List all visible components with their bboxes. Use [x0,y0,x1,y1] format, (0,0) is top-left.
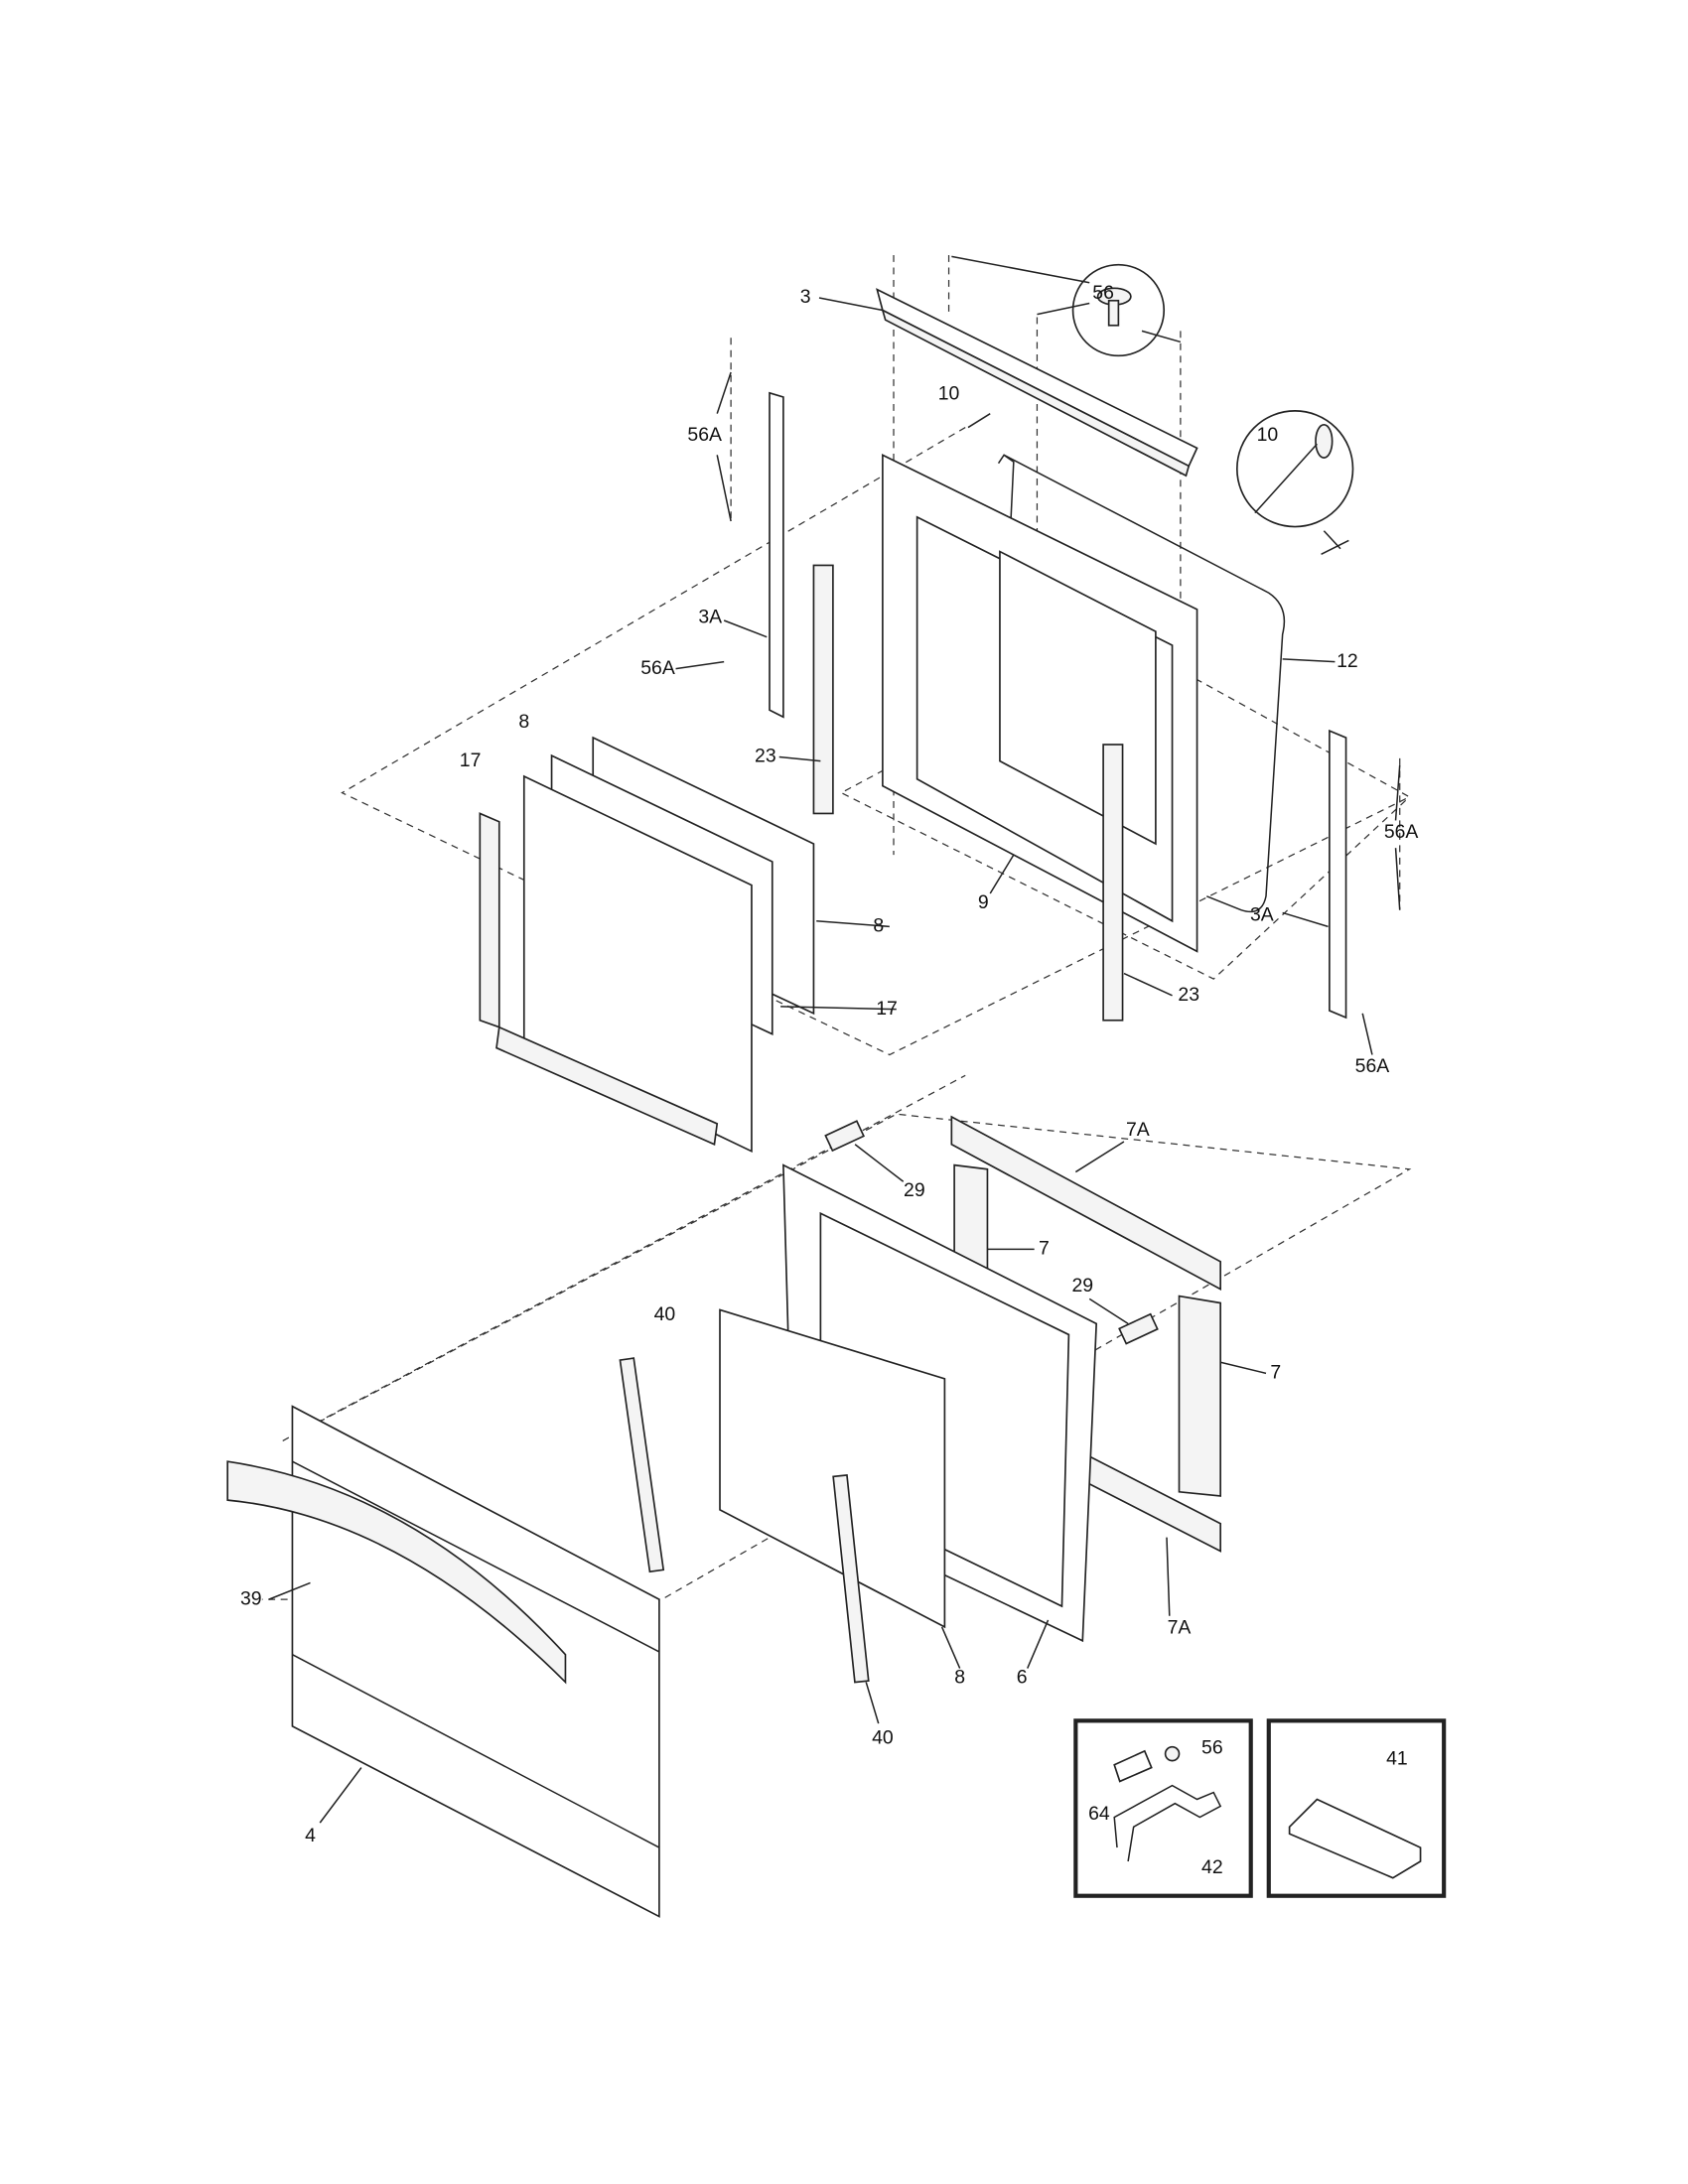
inset-box-part-41 [1266,1718,1447,1898]
part-9-inner-door [882,453,1198,953]
callout-56: 56 [1092,282,1114,304]
callout-29: 29 [904,1179,925,1201]
callout-17: 17 [460,750,482,771]
callout-3: 3 [800,286,811,308]
callout-12: 12 [1336,650,1358,672]
callout-7a: 7A [1126,1119,1150,1141]
callout-23: 23 [1178,984,1199,1006]
part-40-bracket [619,1357,870,1684]
callout-64: 64 [1088,1803,1110,1825]
part-8-glass-lower [719,1308,946,1629]
callout-40: 40 [872,1727,894,1749]
callout-9: 9 [978,891,989,913]
part-3-vent-trim [876,288,1198,478]
callout-17: 17 [876,998,898,1020]
part-8-glass-panels [479,736,815,1154]
leader-lines [268,255,1401,1824]
part-3a-side-rail [769,391,1347,1020]
callout-labels: 3 56 10 10 56A 3A 56A 12 8 17 23 56A 9 8… [240,282,1418,1878]
callout-3a: 3A [1250,903,1274,925]
callout-6: 6 [1017,1666,1028,1688]
inset-box-handle-hardware [1073,1718,1253,1898]
callout-56a: 56A [640,657,675,679]
part-23-hinge [812,564,1124,1022]
callout-8: 8 [873,914,884,936]
callout-56a: 56A [1384,821,1419,843]
callout-56a: 56A [687,424,722,446]
callout-7: 7 [1270,1361,1281,1383]
part-10-bolt-detail [967,410,1354,556]
part-4-outer-door-panel [291,1405,660,1918]
callout-7: 7 [1039,1237,1050,1259]
callout-23: 23 [755,746,776,767]
callout-40: 40 [654,1303,676,1325]
callout-42: 42 [1201,1856,1223,1878]
callout-3a: 3A [698,606,722,627]
part-29-spacer [824,1120,1159,1345]
part-39-door-handle [226,1460,567,1685]
callout-41: 41 [1386,1747,1408,1769]
callout-8: 8 [954,1666,965,1688]
callout-29: 29 [1071,1275,1093,1297]
callout-8: 8 [518,711,529,733]
callout-7a: 7A [1168,1616,1192,1638]
callout-56: 56 [1201,1736,1223,1758]
callout-4: 4 [305,1825,316,1846]
callout-10: 10 [938,382,960,404]
callout-39: 39 [240,1587,262,1609]
part-56-screw-detail [1071,263,1166,357]
callout-56a: 56A [1355,1055,1390,1077]
callout-10: 10 [1257,424,1279,446]
